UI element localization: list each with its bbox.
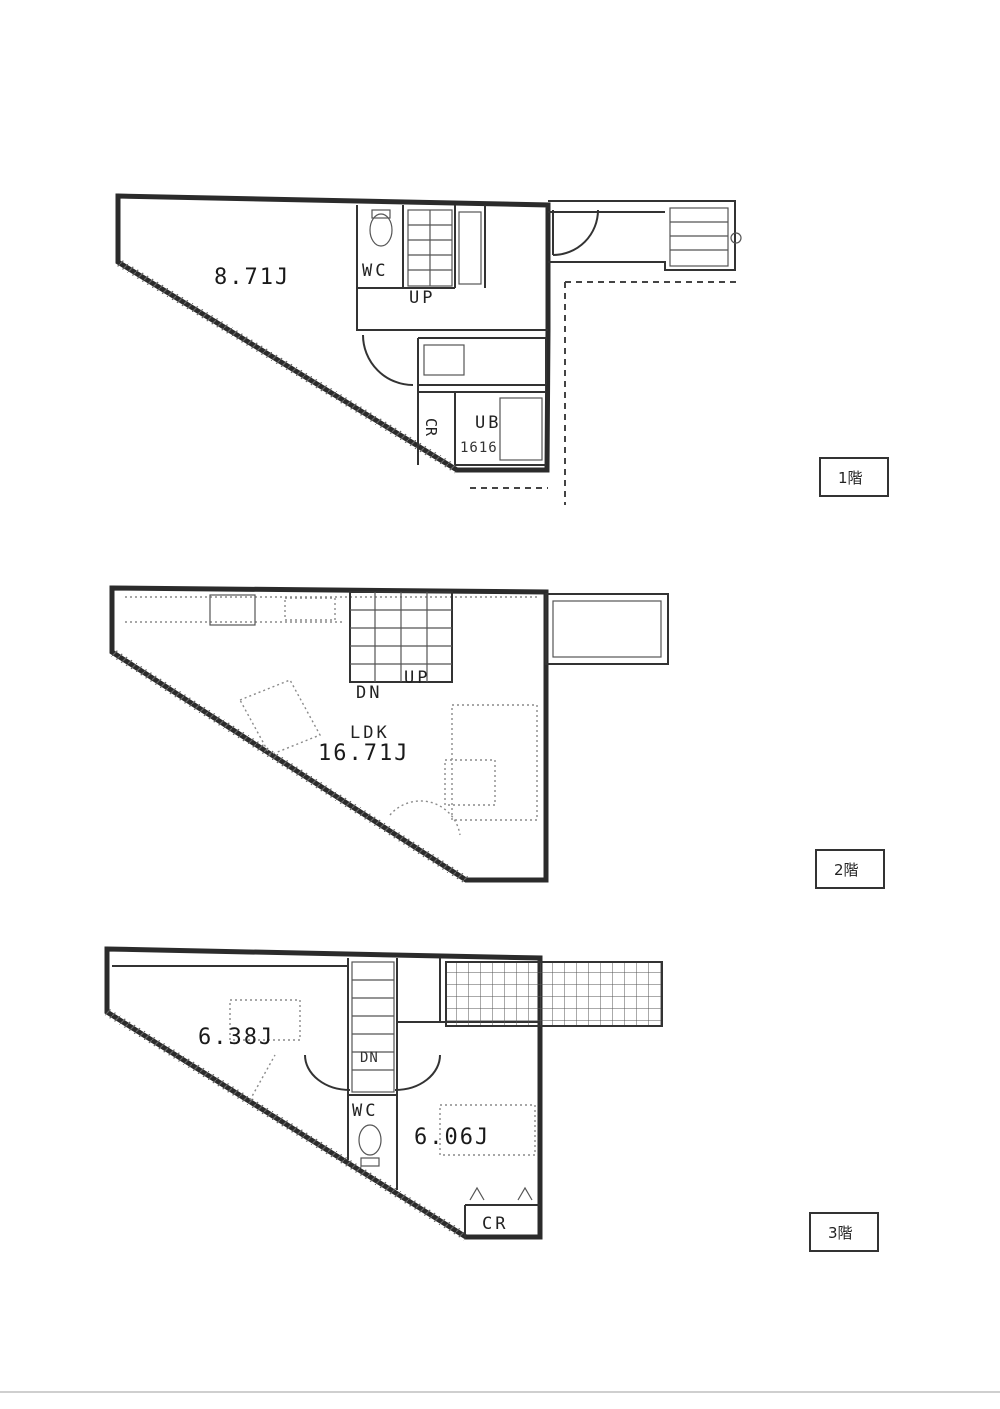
floor-3-tag-text: 3階 xyxy=(828,1224,853,1242)
floor-1-bedroom-area: 8.71J xyxy=(214,265,290,290)
floor-1-wc-label: WC xyxy=(362,261,388,281)
floor-2-up-label: UP xyxy=(404,668,430,688)
floor-2-tag-text: 2階 xyxy=(834,861,859,879)
floor-2-plan: DN UP LDK 16.71J xyxy=(109,585,669,884)
floor-3-plan: 6.38J 6.06J WC DN CR xyxy=(104,946,663,1241)
floor-2-ldk-label: LDK xyxy=(350,723,390,743)
floor-1-entrance-door-icon xyxy=(552,209,599,256)
floor-3-wc-label: WC xyxy=(352,1101,378,1121)
floor-1-tag: 1階 xyxy=(819,457,889,497)
floor-1-ub-label: UB xyxy=(475,413,501,433)
floor-1-hall-door-icon xyxy=(362,334,414,386)
floor-1-toilet-icon xyxy=(369,213,393,247)
floor-1-outdoor-steps-icon xyxy=(669,207,742,267)
floor-2-table-icon xyxy=(451,704,538,821)
floor-1-up-label: UP xyxy=(409,288,435,308)
floor-2-sink-icon xyxy=(209,594,256,626)
floor-3-room-b-area: 6.06J xyxy=(414,1125,490,1150)
floor-3-cr-label: CR xyxy=(482,1214,508,1234)
floor-3-door-right-icon xyxy=(394,1054,441,1091)
floor-3-door-left-icon xyxy=(304,1054,351,1091)
floor-1-washroom-icon xyxy=(423,344,465,376)
floor-2-ldk-area: 16.71J xyxy=(318,741,409,766)
floor-2-stairs-icon xyxy=(349,591,453,683)
floor-3-balcony xyxy=(445,961,663,1027)
floor-1-tag-text: 1階 xyxy=(838,469,863,487)
floor-3-tag: 3階 xyxy=(809,1212,879,1252)
floor-1-bath-icon xyxy=(499,397,543,461)
floor-3-outer-wall xyxy=(104,946,543,1240)
floor-1-cr-label: CR xyxy=(422,418,440,437)
floor-2-dn-label: DN xyxy=(356,683,382,703)
floor-3-toilet-icon xyxy=(358,1124,382,1156)
floor-3-stairs-icon xyxy=(351,961,395,1093)
floor-3-dn-label: DN xyxy=(360,1050,379,1066)
floor-3-room-a-area: 6.38J xyxy=(198,1025,274,1050)
floor-1-interior-walls xyxy=(356,205,548,466)
floor-2-outer-wall xyxy=(109,585,549,883)
floor-1-stairs-icon xyxy=(407,209,453,287)
floor-2-balcony xyxy=(545,593,669,665)
floor-1-ub-size: 1616 xyxy=(460,440,498,456)
floor-2-tag: 2階 xyxy=(815,849,885,889)
floor-1-plan: 8.71J WC UP CR UB 1616 xyxy=(115,193,742,505)
floor-2-sofa-icon xyxy=(239,679,321,756)
